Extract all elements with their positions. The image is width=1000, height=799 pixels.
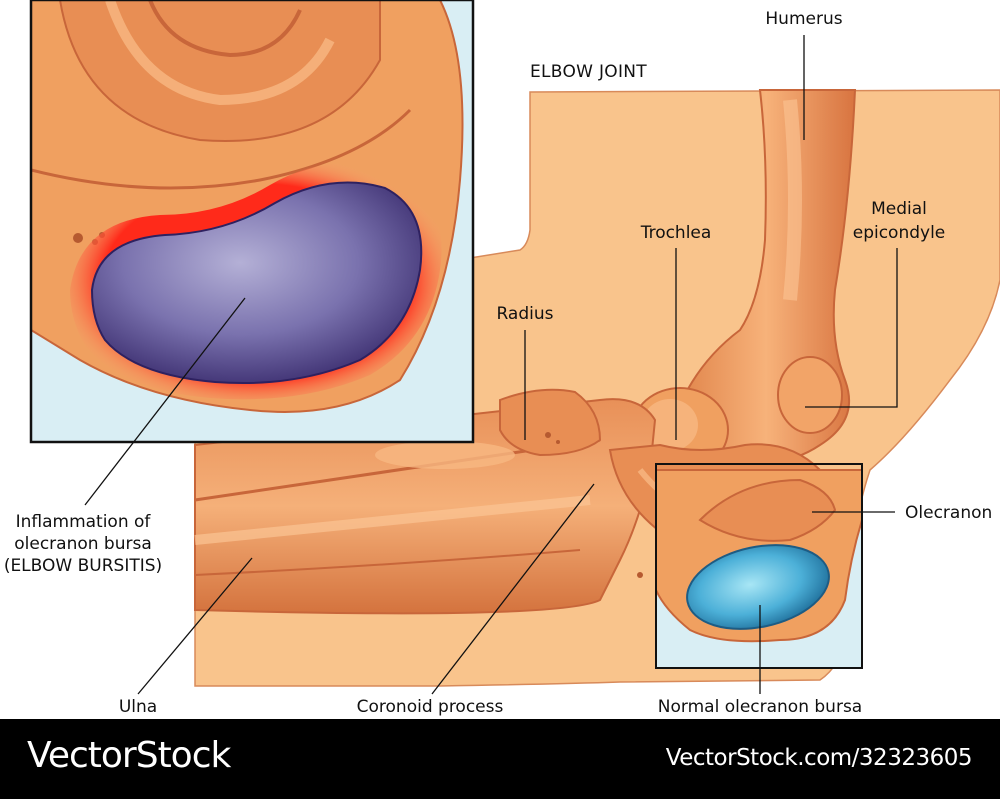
leader-medial-epicondyle [805,248,898,408]
label-inflamed-1: Inflammation of [16,512,152,532]
leader-ulna [137,557,253,695]
footer-bar: VectorStock VectorStock.com/32323605 [0,719,1000,799]
label-inflamed-3: (ELBOW BURSITIS) [4,556,162,576]
diagram-title: ELBOW JOINT [530,62,647,82]
leader-lines [84,35,898,695]
label-radius: Radius [496,304,553,324]
label-medial-epicondyle-2: epicondyle [853,223,946,243]
label-coronoid-process: Coronoid process [357,697,504,717]
label-ulna: Ulna [119,697,157,717]
normal-bursa-inset [655,463,863,669]
labels: ELBOW JOINT Humerus Medial epicondyle Tr… [4,9,992,717]
label-trochlea: Trochlea [640,223,712,243]
brand-logo: VectorStock [27,735,231,776]
leader-coronoid [431,483,595,695]
label-humerus: Humerus [765,9,842,29]
leader-inflamed-bursa [84,297,246,506]
label-inflamed-2: olecranon bursa [14,534,152,554]
inflamed-bursa-inset [29,0,475,444]
label-olecranon: Olecranon [905,503,992,523]
label-normal-bursa: Normal olecranon bursa [658,697,862,717]
label-medial-epicondyle-1: Medial [871,199,927,219]
brand-url: VectorStock.com/32323605 [665,745,973,771]
